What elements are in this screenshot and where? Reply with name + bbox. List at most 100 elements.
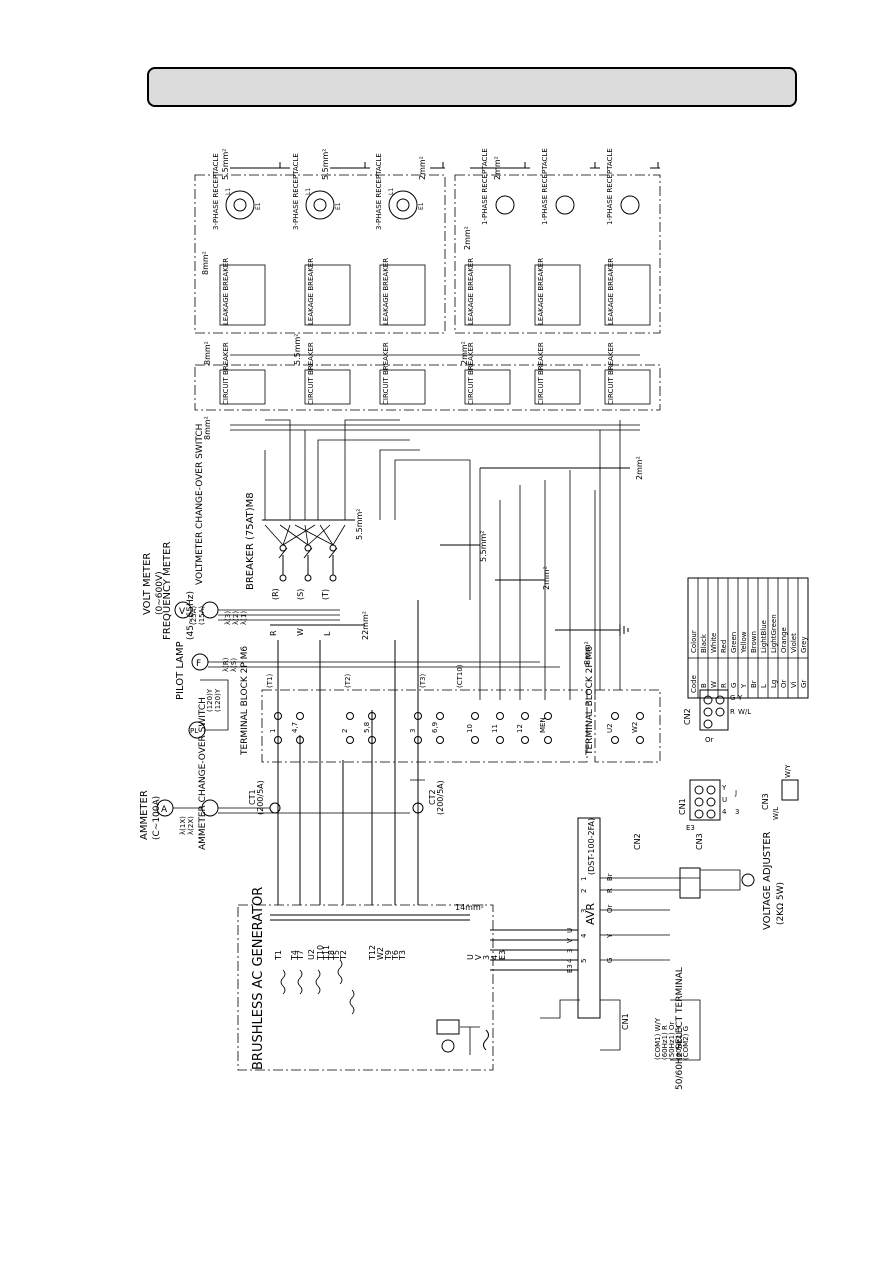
colour-name: Brown: [750, 631, 758, 653]
volt-tap-3: λ(3): [224, 611, 232, 625]
avr-cn2: CN2: [633, 833, 642, 850]
routing-wires: 8mm² 8mm² 5.5mm² 2mm²: [203, 333, 640, 700]
cn1-pin-3: 3: [735, 808, 739, 816]
avr-exciter-input: 4: [566, 958, 574, 963]
tb1-terminal-label: 10: [466, 724, 474, 733]
wire-size-5_5-a: 5.5mm²: [355, 508, 364, 540]
pilot-lamp-tap-2: (120)Y: [214, 688, 222, 712]
select-entry: (50Hz1) Or: [668, 1022, 676, 1060]
breaker-phase-S: (S): [296, 589, 305, 600]
colour-code: G: [730, 683, 738, 688]
exciter-terminal-3: 3: [482, 955, 491, 960]
tb1-group-CT10: (CT10): [456, 664, 464, 688]
receptacle-core: [313, 198, 327, 212]
avr-exciter-input: V: [566, 938, 574, 943]
colour-header: Colour: [690, 630, 698, 653]
ammeter-symbol: A: [161, 805, 168, 815]
avr-pin-colour: Y: [606, 933, 614, 939]
avr-exciter-input: E3: [566, 964, 574, 973]
receptacle-1ph-label: 1-PHASE RECEPTACLE: [541, 148, 549, 225]
avr-model: (DST-100-2FA): [587, 818, 596, 875]
tb1-screw-bottom: [436, 736, 444, 744]
tb1-screw-bottom: [544, 736, 552, 744]
breaker-phase-R: (R): [271, 588, 280, 600]
wire-size-2-e: 2mm²: [493, 156, 502, 180]
colour-code: Or: [780, 679, 788, 688]
leakage-breaker-label: LEAKAGE BREAKER: [307, 258, 315, 325]
avr-pin-number: 2: [580, 889, 588, 893]
frequency-meter: FREQUENCY METER (45~65Hz) F λ(R) λ(S): [162, 542, 560, 672]
voltage-adjuster: VOLTAGE ADJUSTER (2KΩ 5W): [679, 831, 786, 930]
volt-tap-15a: (15A): [198, 606, 206, 625]
volt-tap-2: λ(2): [232, 611, 240, 625]
wire-size-14: 14mm²: [455, 903, 484, 912]
receptacle-3ph-label: 3-PHASE RECEPTACLE: [212, 153, 220, 230]
circuit-breaker-label: CIRCUIT BREAKER: [307, 342, 315, 405]
cn1-pin-Y: Y: [721, 784, 727, 792]
ct1-name: CT1: [248, 789, 257, 805]
gen-terminal-T9: T9: [384, 950, 393, 961]
wire-size-2-d: 2mm²: [418, 156, 427, 180]
cn1-pin-J: J: [734, 789, 737, 797]
avr-exciter-input: 3: [566, 949, 574, 953]
receptacle-pin-E1: E1: [418, 202, 425, 210]
wire-size-2-a: 2mm²: [542, 566, 551, 590]
tb1-group-T3: (T3): [419, 674, 427, 688]
single-phase-receptacle: [620, 195, 640, 215]
avr-title: AVR: [584, 903, 597, 925]
receptacle-section: LEAKAGE BREAKER LEAKAGE BREAKER LEAKAGE BR…: [194, 148, 661, 334]
wire-size-2-c: 2mm²: [460, 341, 469, 365]
pilot-lamp-tap-1: (120)Y: [206, 688, 214, 712]
leakage-breaker-label: LEAKAGE BREAKER: [222, 258, 230, 325]
receptacle-pin-L1: L1: [388, 188, 395, 195]
cn1-name: CN1: [678, 798, 687, 815]
tb1-screw-bottom: [296, 736, 304, 744]
wire-size-8-b: 8mm²: [203, 416, 212, 440]
tb1-screw-bottom: [521, 736, 529, 744]
leakage-breaker-label: LEAKAGE BREAKER: [467, 258, 475, 325]
leakage-breaker: [464, 264, 511, 326]
tb1-screw-top: [274, 712, 282, 720]
select-entry: (60Hz1) R: [661, 1025, 669, 1060]
voltage-adjuster-rating: (2KΩ 5W): [776, 882, 786, 925]
tb1-terminal-label: 6,9: [431, 722, 439, 733]
connector-cn1: CN1 Y U J E3 4 3: [678, 779, 739, 832]
three-phase-receptacle: [388, 190, 418, 220]
tb1-screw-top: [521, 712, 529, 720]
colour-code: R: [720, 683, 728, 688]
colour-code: Br: [750, 680, 758, 688]
avr-pin-colour: R: [606, 888, 614, 893]
select-terminal: 50/60Hz SELECT TERMINAL (COM1) W/Y(60Hz1…: [654, 967, 701, 1090]
colour-name: Grey: [800, 636, 808, 653]
exciter-terminal-V: V: [474, 954, 483, 960]
voltmeter-switch: VOLTMETER CHANGE-OVER SWITCH: [195, 424, 205, 585]
colour-name: Violet: [790, 633, 798, 653]
colour-code: W: [710, 681, 718, 688]
tb1-terminal-label: 5,8: [363, 722, 371, 733]
select-entry: (COM1) W/Y: [654, 1017, 662, 1060]
gen-terminal-T8: T8: [327, 950, 336, 961]
terminal-block-1: TERMINAL BLOCK 2P M6 (T1) (T2) (T3) (CT1…: [240, 646, 588, 763]
volt-tap-25a: (25A): [190, 606, 198, 625]
cn2-name: CN2: [683, 708, 692, 725]
wire-size-22: 22mm²: [361, 611, 370, 640]
leakage-breaker: [604, 264, 651, 326]
tb1-terminal-label: 2: [341, 729, 349, 733]
wire-size-5_5-b: 5.5mm²: [479, 530, 488, 562]
frequency-meter-title: FREQUENCY METER: [162, 542, 173, 640]
wire-size-5_5-c: 5.5mm²: [293, 333, 302, 365]
tb1-screw-top: [544, 712, 552, 720]
colour-code: Gr: [800, 680, 808, 688]
leakage-breaker: [534, 264, 581, 326]
gen-terminal-T3: T3: [398, 950, 407, 961]
avr-pin-number: 5: [580, 959, 588, 963]
tb2-term-U2: U2: [606, 723, 614, 733]
header-banner: [147, 67, 797, 107]
generator-title: BRUSHLESS AC GENERATOR: [251, 887, 266, 1070]
single-phase-receptacle: [555, 195, 575, 215]
ct2-name: CT2: [428, 789, 437, 805]
ground-bus: 8mm² 5.5mm² 2mm² 2mm²: [440, 456, 644, 665]
circuit-breaker: [604, 369, 651, 405]
